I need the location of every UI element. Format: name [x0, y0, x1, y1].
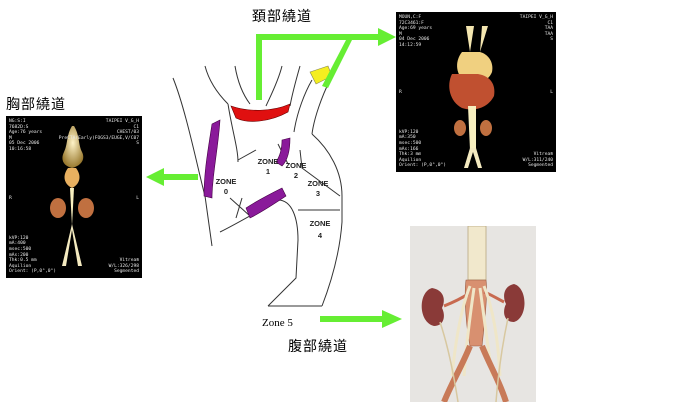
chest-arrow-shaft	[162, 174, 198, 180]
zone-5-label: Zone 5	[262, 317, 293, 329]
neck-arrow-stem	[256, 34, 262, 100]
ct-render-left	[50, 126, 94, 266]
neck-arrow-branch	[322, 40, 352, 88]
scan-left-orient-l: L	[136, 196, 139, 201]
scan-right-orient-r: R	[399, 90, 402, 95]
ct-render-right	[449, 26, 495, 168]
neck-arrow-bar	[256, 34, 380, 40]
chest-arrow-head	[146, 168, 164, 186]
abdominal-arrow-head	[382, 310, 402, 328]
abdominal-bypass-illustration	[410, 225, 536, 404]
scan-left-orient-r: R	[9, 196, 12, 201]
abdominal-arrow-shaft	[320, 316, 384, 322]
abdominal-bypass-label: 腹部繞道	[288, 339, 348, 355]
arrows	[146, 28, 402, 328]
neck-arrow-head	[378, 28, 396, 46]
scan-right-orient-l: L	[550, 90, 553, 95]
neck-bypass-label: 頚部繞道	[252, 9, 312, 25]
chest-bypass-label: 胸部繞道	[6, 97, 66, 113]
